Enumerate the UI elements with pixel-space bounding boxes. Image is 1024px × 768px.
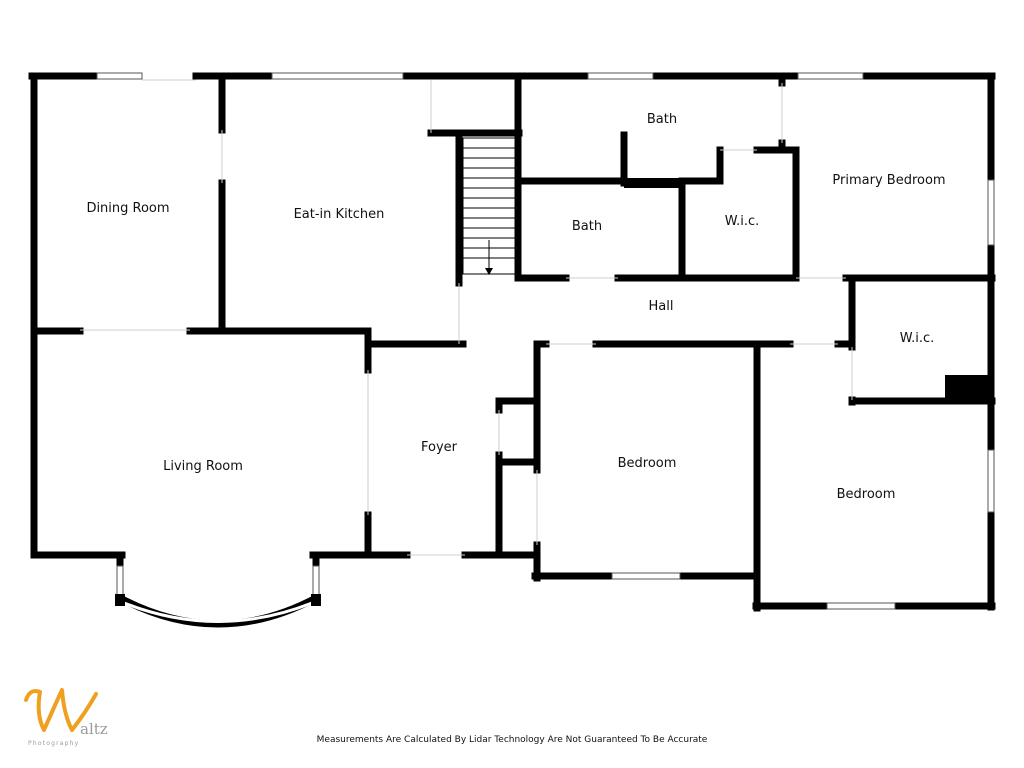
room-label-dining-room: Dining Room: [86, 201, 169, 216]
logo: altz Photography: [24, 688, 108, 747]
walls: [28, 72, 996, 612]
room-label-bedroom-center: Bedroom: [618, 456, 677, 471]
logo-w-mark: [24, 688, 98, 732]
room-labels: Dining Room Eat-in Kitchen Bath Primary …: [86, 112, 945, 502]
measurement-disclaimer: Measurements Are Calculated By Lidar Tec…: [316, 735, 708, 745]
room-label-hall: Hall: [649, 299, 674, 314]
windows: [96, 72, 995, 610]
stairs-arrow-icon: [485, 268, 493, 275]
room-label-primary-bedroom: Primary Bedroom: [832, 173, 945, 188]
logo-tagline: Photography: [28, 740, 79, 747]
room-label-wic-bedroom: W.i.c.: [900, 331, 935, 346]
logo-wordmark: altz: [80, 720, 108, 738]
room-label-bedroom-right: Bedroom: [837, 487, 896, 502]
stairs: [462, 137, 516, 275]
room-label-foyer: Foyer: [421, 440, 458, 455]
room-label-bath-lower: Bath: [572, 219, 602, 234]
room-label-wic-primary: W.i.c.: [725, 214, 760, 229]
room-label-bath-upper: Bath: [647, 112, 677, 127]
room-label-living-room: Living Room: [163, 459, 243, 474]
room-label-eat-in-kitchen: Eat-in Kitchen: [294, 207, 385, 222]
wall-fills: [624, 178, 991, 403]
bay-window: [115, 594, 321, 628]
openings: [80, 79, 853, 556]
